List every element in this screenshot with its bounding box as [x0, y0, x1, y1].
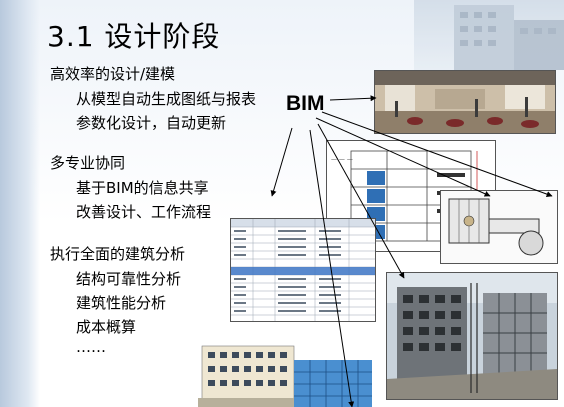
bullet-auto-drawings: 从模型自动生成图纸与报表: [76, 90, 257, 108]
bullet-ellipsis: ……: [76, 338, 106, 356]
bullet-info-sharing: 基于BIM的信息共享: [76, 179, 209, 197]
bullet-parametric: 参数化设计，自动更新: [76, 114, 227, 132]
exterior-render-image: [386, 272, 558, 400]
floor-plan-image: [440, 190, 558, 264]
background-building-image: [414, 0, 564, 70]
interior-render-image: [374, 70, 556, 134]
bullet-structural: 结构可靠性分析: [76, 270, 182, 288]
bullet-cost: 成本概算: [76, 318, 137, 336]
elevation-render-image: [198, 340, 376, 407]
section-heading-collaboration: 多专业协同: [50, 154, 126, 172]
schedule-table-image: [230, 218, 376, 322]
bullet-workflow: 改善设计、工作流程: [76, 203, 212, 221]
section-heading-analysis: 执行全面的建筑分析: [50, 245, 186, 263]
svg-text:— — —: — — —: [331, 156, 353, 163]
bim-label: BIM: [286, 92, 325, 115]
page-title: 3.1 设计阶段: [47, 20, 221, 53]
section-heading-modeling: 高效率的设计/建模: [50, 65, 176, 83]
bullet-performance: 建筑性能分析: [76, 294, 167, 312]
background-strip: [0, 0, 40, 407]
